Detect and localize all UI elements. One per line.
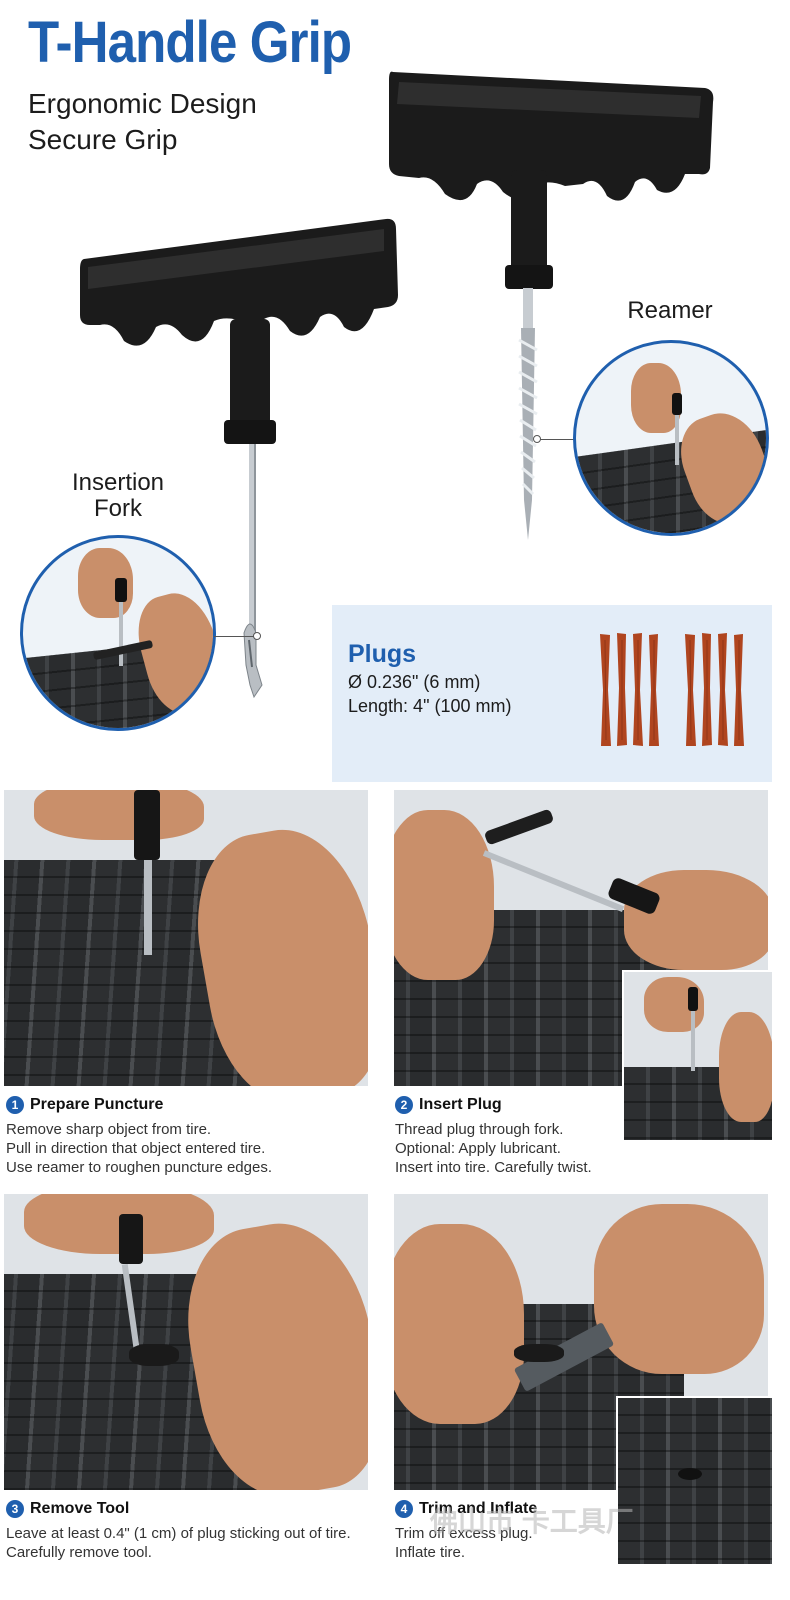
plugs-image xyxy=(600,633,744,746)
step-1-title-text: Prepare Puncture xyxy=(30,1096,164,1113)
step-1-title: 1 Prepare Puncture xyxy=(6,1096,163,1114)
step-3-description: Leave at least 0.4" (1 cm) of plug stick… xyxy=(6,1524,351,1562)
step-4-number-badge: 4 xyxy=(395,1500,413,1518)
step-4-line-1: Trim off excess plug. xyxy=(395,1525,533,1542)
step-1-photo xyxy=(4,790,368,1086)
step-2-line-3: Insert into tire. Carefully twist. xyxy=(395,1159,592,1176)
step-1-line-3: Use reamer to roughen puncture edges. xyxy=(6,1159,272,1176)
step-3-line-2: Carefully remove tool. xyxy=(6,1544,152,1561)
fork-detail-circle xyxy=(20,535,216,731)
insertion-fork-label-line1: Insertion xyxy=(71,469,165,496)
step-2-number-badge: 2 xyxy=(395,1096,413,1114)
step-4-title-text: Trim and Inflate xyxy=(419,1500,538,1517)
insertion-fork-label: Insertion Fork xyxy=(58,470,178,522)
step-1-line-2: Pull in direction that object entered ti… xyxy=(6,1140,266,1157)
step-3-line-1: Leave at least 0.4" (1 cm) of plug stick… xyxy=(6,1525,351,1542)
plugs-length: Length: 4" (100 mm) xyxy=(348,696,512,716)
plugs-diameter: Ø 0.236" (6 mm) xyxy=(348,672,481,692)
insertion-fork-label-line2: Fork xyxy=(94,495,142,522)
insertion-fork-tool-image xyxy=(80,218,398,699)
page-title: T-Handle Grip xyxy=(28,10,352,75)
subtitle-ergonomic: Ergonomic Design xyxy=(28,88,257,119)
step-2-inset-photo xyxy=(622,970,774,1142)
reamer-leader-line xyxy=(540,439,578,440)
step-4-inset-photo xyxy=(616,1396,774,1566)
step-2-title-text: Insert Plug xyxy=(419,1096,502,1113)
step-4-description: Trim off excess plug. Inflate tire. xyxy=(395,1524,533,1562)
step-2-line-1: Thread plug through fork. xyxy=(395,1121,564,1138)
step-2-title: 2 Insert Plug xyxy=(395,1096,502,1114)
step-2-line-2: Optional: Apply lubricant. xyxy=(395,1140,561,1157)
step-1-line-1: Remove sharp object from tire. xyxy=(6,1121,212,1138)
reamer-leader-dot xyxy=(533,435,541,443)
plugs-info-box xyxy=(332,605,772,782)
watermark: 佛山市 卡工具厂 xyxy=(430,1506,634,1537)
step-1-number-badge: 1 xyxy=(6,1096,24,1114)
reamer-label: Reamer xyxy=(627,297,713,324)
step-2-description: Thread plug through fork. Optional: Appl… xyxy=(395,1120,592,1177)
step-3-title-text: Remove Tool xyxy=(30,1500,130,1517)
step-4-line-2: Inflate tire. xyxy=(395,1544,466,1561)
step-4-title: 4 Trim and Inflate xyxy=(395,1500,537,1518)
step-3-title: 3 Remove Tool xyxy=(6,1500,129,1518)
step-3-number-badge: 3 xyxy=(6,1500,24,1518)
reamer-detail-circle xyxy=(573,340,769,536)
plugs-title: Plugs xyxy=(348,640,417,668)
subtitle-secure: Secure Grip xyxy=(28,124,178,155)
step-3-photo xyxy=(4,1194,368,1490)
fork-leader-dot xyxy=(253,632,261,640)
step-1-description: Remove sharp object from tire. Pull in d… xyxy=(6,1120,272,1177)
reamer-tool-image xyxy=(389,71,714,540)
fork-leader-line xyxy=(214,636,254,637)
